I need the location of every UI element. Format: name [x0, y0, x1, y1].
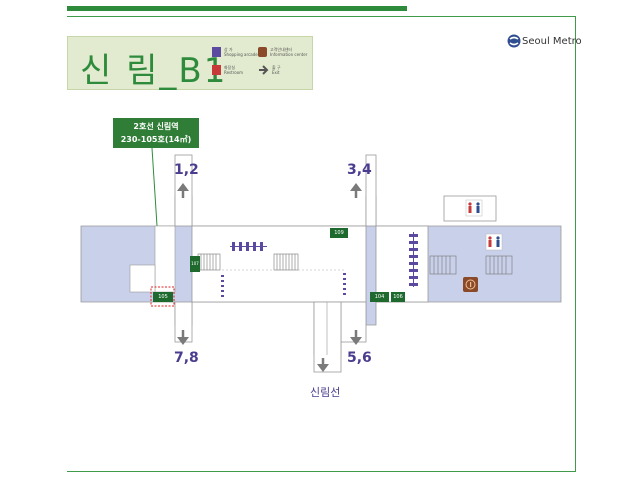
sillim-line-arrow-down-icon	[317, 358, 329, 372]
gate-markers-right	[343, 273, 346, 295]
exit-label-1-2: 1,2	[174, 162, 199, 178]
station-header: 신 림_B1 상 가 Shopping arcade 고객안내센터 Inform…	[67, 36, 313, 91]
shop-105: 105	[153, 292, 173, 302]
legend-info-en: Information center	[270, 52, 308, 57]
sillim-line-label: 신림선	[310, 386, 341, 399]
frame-top-line	[67, 16, 576, 17]
legend-restroom-ko: 화장실	[224, 65, 236, 70]
fare-gates-east	[409, 232, 418, 287]
exit-label-3-4: 3,4	[347, 162, 372, 178]
central-unpaid-area	[191, 225, 367, 303]
stairs-left	[197, 253, 221, 271]
frame-bottom-line	[67, 471, 576, 472]
restroom-icon	[212, 65, 221, 75]
frame-right-line	[575, 16, 576, 472]
shop-icon	[212, 47, 221, 57]
stairs-east	[429, 255, 513, 275]
frame-top-bar	[67, 6, 407, 11]
legend-shop-ko: 상 가	[224, 47, 233, 52]
exit-arrow-up-1-2-icon	[177, 183, 189, 198]
west-room	[129, 264, 156, 293]
info-center-icon	[463, 277, 478, 292]
seoul-metro-logo-icon	[507, 34, 521, 48]
legend-exit-ko: 출 구	[272, 65, 281, 70]
legend-shop-en: Shopping arcade	[224, 52, 258, 57]
info-icon	[258, 47, 267, 57]
sillim-line-corridor	[313, 301, 342, 373]
callout-line-2: 230-105호(14㎡)	[120, 135, 192, 144]
restroom-icon-lower	[485, 233, 503, 251]
exit-arrow-up-3-4-icon	[350, 183, 362, 198]
callout-line-1: 2호선 신림역	[133, 122, 179, 131]
exit-label-5-6: 5,6	[347, 350, 372, 366]
gate-markers-left	[221, 275, 224, 297]
shop-104: 104	[370, 292, 389, 302]
shop-109: 109	[330, 228, 348, 238]
west-corridor-area	[154, 225, 176, 293]
shop-callout: 2호선 신림역 230-105호(14㎡)	[113, 118, 199, 148]
station-name: 신 림_B1	[80, 51, 228, 91]
exit-arrow-down-7-8-icon	[177, 330, 189, 345]
exit-3-4-corridor	[365, 154, 377, 227]
fare-gates-top	[230, 242, 267, 251]
shop-107: 107	[190, 256, 200, 272]
shop-106: 106	[391, 292, 405, 302]
restroom-icon-upper	[465, 199, 483, 217]
exit-5-6-corridor	[340, 301, 367, 343]
stairs-center	[273, 253, 299, 271]
exit-arrow-icon	[259, 65, 269, 75]
exit-arrow-down-5-6-icon	[350, 330, 362, 345]
east-unpaid-area	[375, 225, 429, 303]
shop-105-highlight	[150, 286, 175, 307]
exit-label-7-8: 7,8	[174, 350, 199, 366]
seoul-metro-logo-text: Seoul Metro	[522, 36, 582, 47]
legend-info-ko: 고객안내센터	[270, 47, 293, 52]
legend-restroom-en: Restroom	[224, 70, 244, 75]
legend-exit-en: Exit	[272, 70, 280, 75]
